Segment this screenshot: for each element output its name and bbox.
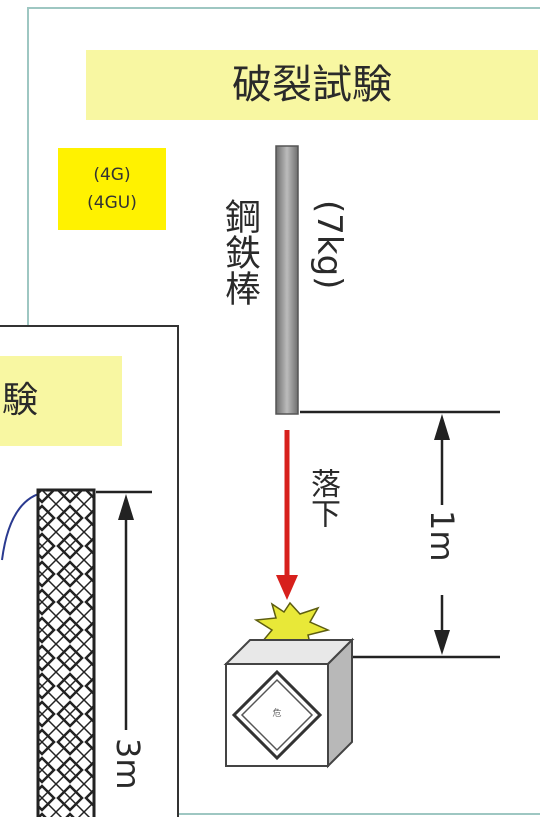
badge-line-1: (4G) bbox=[93, 165, 130, 185]
steel-rod bbox=[275, 145, 299, 415]
height-3m-label: 3m bbox=[109, 738, 147, 790]
rod-label: 鋼鉄棒 bbox=[219, 198, 260, 306]
rod-weight-label: (7kg) bbox=[309, 200, 349, 290]
height-arrow-up bbox=[434, 414, 450, 440]
drop-arrow-head bbox=[276, 575, 298, 600]
type-badge bbox=[58, 148, 166, 230]
height-1m-label: 1m bbox=[423, 510, 461, 562]
hazard-diamond-icon bbox=[231, 669, 323, 761]
badge-line-2: (4GU) bbox=[87, 193, 137, 213]
height-arrow-down bbox=[434, 630, 450, 655]
drop-label: 落下 bbox=[305, 468, 340, 528]
svg-text:危: 危 bbox=[272, 707, 281, 719]
tower-arrow-up bbox=[118, 494, 134, 520]
lattice-tower bbox=[36, 488, 96, 821]
left-panel-title: 験 bbox=[2, 380, 38, 421]
left-title-highlight bbox=[0, 356, 122, 446]
title-highlight bbox=[86, 50, 538, 120]
page-title: 破裂試験 bbox=[232, 62, 392, 108]
